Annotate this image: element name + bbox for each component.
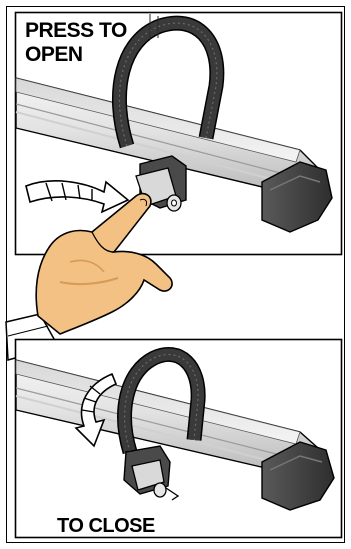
- to-close-caption: TO CLOSE: [57, 516, 155, 536]
- press-to-open-line1: PRESS TO: [25, 20, 127, 41]
- press-to-open-caption: PRESS TO OPEN: [25, 20, 127, 65]
- bottom-panel: [16, 340, 342, 538]
- press-to-open-line2: OPEN: [25, 44, 127, 65]
